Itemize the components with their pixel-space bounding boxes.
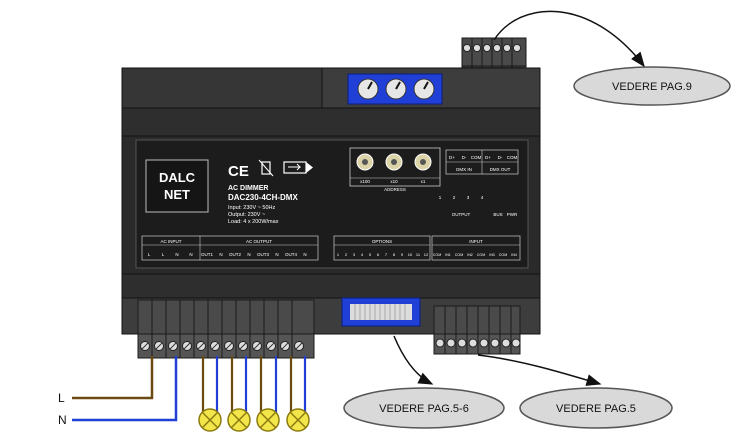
option-pin-3: 3 [353,252,356,257]
input-pin-7: COM [499,253,507,257]
ac-output-pin-6: N [275,252,278,257]
option-pin-7: 7 [385,252,388,257]
lamp-wires [201,356,307,416]
product-model: DAC230-4CH-DMX [228,193,298,202]
dmx-out-label: DMX OUT [490,167,511,172]
ac-output-label: AC OUTPUT [246,239,272,244]
led-number-3: 3 [467,195,470,200]
dial-label-2: x10 [390,179,398,184]
callout-arrow-dip [393,335,434,385]
lamp-4-icon [286,408,310,432]
options-label: OPTIONS [372,239,392,244]
ac-input-pin-3: N [175,252,178,257]
input-pin-8: IN4 [511,253,517,257]
neutral-wire-label: N [58,413,67,427]
ac-output-pin-3: OUT2 [229,252,241,257]
spec-input: Input: 230V ~ 50Hz [228,205,275,211]
dmx-pin-1: D+ [449,155,455,160]
option-pin-9: 9 [401,252,404,257]
option-pin-5: 5 [369,252,372,257]
ac-output-pin-4: N [247,252,250,257]
dmx-pin-5: D- [498,155,503,160]
option-pin-6: 6 [377,252,380,257]
option-pin-4: 4 [361,252,364,257]
callout-dip-text: VEDERE PAG.5-6 [379,403,469,415]
input-label: INPUT [469,239,483,244]
callout-arrow-top [493,10,645,68]
lamp-2-icon [227,408,251,432]
option-pin-2: 2 [345,252,348,257]
ac-output-pin-1: OUT1 [201,252,213,257]
dmx-pin-6: COM [507,155,518,160]
ac-terminal-block [137,299,315,359]
ac-output-pin-7: OUT4 [285,252,297,257]
options-labels: OPTIONS 1 2 3 4 5 6 7 8 9 10 11 12 [333,235,431,261]
led-pwr-label: PWR [507,212,518,217]
led-number-2: 2 [453,195,456,200]
ac-terminal-labels: AC INPUT AC OUTPUT L L N N OUT1 N OUT2 N… [141,235,319,261]
brand-logo: DALC NET [145,159,209,213]
address-dials: x100 x10 x1 ADDRESS [349,147,441,192]
dmx-pin-4: D+ [485,155,491,160]
dmx-pin-table: D+ D- COM D+ D- COM DMX IN DMX OUT [445,149,519,175]
led-indicators: 1 2 3 4 OUTPUT BUS PWR [439,195,518,217]
brand-line-1: DALC [159,170,196,185]
input-pin-1: COM [433,253,441,257]
ac-output-pin-8: N [303,252,306,257]
dmx-in-label: DMX IN [456,167,472,172]
dial-label-1: x100 [360,179,370,184]
led-number-1: 1 [439,195,442,200]
line-wire-label: L [58,391,65,405]
ac-input-pin-4: N [189,252,192,257]
dmx-pin-3: COM [471,155,482,160]
brand-line-2: NET [164,187,190,202]
ac-input-label: AC INPUT [160,239,181,244]
product-type: AC DIMMER [228,185,268,192]
option-pin-8: 8 [393,252,396,257]
ac-input-pin-2: L [162,252,165,257]
option-pin-1: 1 [337,252,340,257]
callout-arrow-input [477,354,602,386]
input-pin-3: COM [455,253,463,257]
ce-mark: CE [228,163,249,180]
option-pin-12: 12 [424,252,429,257]
dial-label-3: x1 [421,179,426,184]
dmx-pin-2: D- [462,155,467,160]
callout-top-text: VEDERE PAG.9 [612,81,692,93]
top-rotary-switch-bank [347,73,443,105]
option-pin-11: 11 [416,252,421,257]
lamp-1-icon [198,408,222,432]
option-pin-10: 10 [408,252,413,257]
supply-wires: L N [58,356,178,427]
led-number-4: 4 [481,195,484,200]
address-label: ADDRESS [384,187,406,192]
callout-input-text: VEDERE PAG.5 [556,403,636,415]
input-pin-2: IN1 [445,253,451,257]
ac-output-pin-5: OUT3 [257,252,269,257]
input-terminal-block [433,305,521,355]
spec-load: Load: 4 x 200W/max [228,219,279,225]
input-pin-4: IN2 [467,253,473,257]
callout-top: VEDERE PAG.9 [573,66,731,106]
input-pin-6: IN3 [489,253,495,257]
transformer-icon [283,161,313,174]
led-output-label: OUTPUT [452,212,471,217]
lamp-3-icon [256,408,280,432]
ac-output-pin-2: N [219,252,222,257]
callout-dip: VEDERE PAG.5-6 [343,387,505,429]
dip-switch [341,297,421,327]
led-bus-label: BUS [493,212,502,217]
callout-input: VEDERE PAG.5 [519,387,673,429]
input-pin-5: COM [477,253,485,257]
spec-output: Output: 230V ~ [228,212,265,218]
ac-input-pin-1: L [148,252,151,257]
input-labels: INPUT COM IN1 COM IN2 COM IN3 COM IN4 [431,235,521,261]
bin-icon [258,159,274,177]
